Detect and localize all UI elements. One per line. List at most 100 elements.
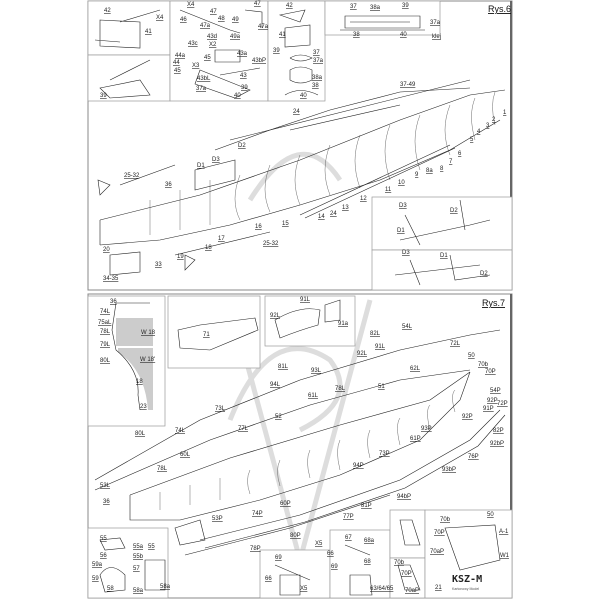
- part-label: 94L: [270, 382, 281, 388]
- part-label: 70P: [434, 530, 445, 536]
- part-label: 38a: [370, 5, 381, 11]
- part-label: 37a: [430, 20, 441, 26]
- part-label: 47a: [258, 24, 269, 30]
- part-label: 37a: [313, 58, 324, 64]
- part-label: 41: [145, 29, 152, 35]
- part-label: 43bP: [252, 58, 266, 64]
- part-label: 82P: [493, 428, 504, 434]
- deck-frames-detail: [394, 199, 491, 286]
- part-label: 24: [293, 109, 300, 115]
- part-label: 43a: [237, 51, 248, 57]
- part-label: 40: [400, 32, 407, 38]
- part-label: D1: [440, 253, 448, 259]
- part-label: 42: [104, 8, 111, 14]
- part-label: 58a: [133, 588, 144, 594]
- part-label: 38: [353, 32, 360, 38]
- part-label: 38a: [312, 75, 323, 81]
- part-label: 54P: [490, 388, 501, 394]
- part-label: 18: [136, 379, 143, 385]
- part-label: X5: [300, 586, 308, 592]
- part-label: 68: [364, 559, 371, 565]
- part-label: 38: [312, 83, 319, 89]
- part-label: 69: [331, 564, 338, 570]
- part-label: 49: [232, 17, 239, 23]
- detail-box-part-70b-b: [389, 557, 426, 599]
- part-label: 54L: [402, 324, 413, 330]
- part-label: 49a: [230, 34, 241, 40]
- part-label: 53P: [212, 516, 223, 522]
- part-label: 25-32: [124, 173, 140, 179]
- part-label: 11: [385, 187, 392, 193]
- part-label: 92L: [270, 313, 281, 319]
- part-label: 36: [165, 182, 172, 188]
- part-label: 23: [140, 404, 147, 410]
- detail-box-bow-70: [424, 509, 513, 599]
- part-label: 6: [458, 151, 462, 157]
- part-label: 79L: [100, 342, 111, 348]
- part-label: 75aL: [98, 320, 112, 326]
- part-label: 43c: [188, 41, 198, 47]
- part-label: 74L: [100, 309, 111, 315]
- part-label: 36: [110, 299, 117, 305]
- part-label: 59a: [92, 562, 103, 568]
- part-label: 77P: [343, 514, 354, 520]
- part-label: 36: [103, 499, 110, 505]
- hull-frames-rys6: [97, 79, 506, 276]
- part-label: 76P: [468, 454, 479, 460]
- part-label: 45: [204, 55, 211, 61]
- detail-box-deck-frames-a: [371, 196, 513, 251]
- part-label: 14: [318, 214, 325, 220]
- part-label: X4: [187, 2, 195, 8]
- part-label: 67: [345, 535, 352, 541]
- part-label: W1: [500, 553, 510, 559]
- part-label: 41: [279, 32, 286, 38]
- part-label: 5: [470, 137, 474, 143]
- part-label: 34-35: [103, 276, 119, 282]
- part-label: 77L: [238, 426, 249, 432]
- part-label: 73P: [379, 451, 390, 457]
- part-label: 44: [173, 60, 180, 66]
- figure-rys6: [87, 0, 513, 291]
- part-label: 40: [300, 93, 307, 99]
- part-label: 7: [449, 159, 453, 165]
- part-label: 91P: [483, 406, 494, 412]
- detail-box-turret: [267, 0, 326, 102]
- part-label: 56: [100, 553, 107, 559]
- part-label: 72P: [497, 401, 508, 407]
- detail-box-gun-39: [87, 54, 171, 102]
- part-label: 16: [255, 224, 262, 230]
- part-label: 18: [205, 245, 212, 251]
- part-label: 55: [100, 536, 107, 542]
- part-label: 70aP: [405, 588, 419, 594]
- part-label: 39: [402, 3, 409, 9]
- part-label: 74L: [175, 428, 186, 434]
- part-label: 81P: [361, 503, 372, 509]
- ksz-m-logo: KSZ-M Kartonowy Model: [452, 574, 482, 591]
- part-label: 9: [415, 172, 419, 178]
- detail-box-parts-63-68: [329, 529, 391, 599]
- part-label: 3: [486, 123, 490, 129]
- part-label: 47: [210, 9, 217, 15]
- part-label: 70aP: [430, 549, 444, 555]
- part-label: 92P: [462, 414, 473, 420]
- hull-assembly-rys7: [94, 329, 506, 556]
- part-label: 93L: [311, 368, 322, 374]
- part-label: 58: [107, 586, 114, 592]
- part-label: 91L: [300, 297, 311, 303]
- part-label: D2: [238, 143, 246, 149]
- part-label: 80P: [290, 533, 301, 539]
- part-label: 60L: [180, 452, 191, 458]
- part-label: 44a: [175, 53, 186, 59]
- part-label: D3: [212, 157, 220, 163]
- part-label: 50: [487, 512, 494, 518]
- detail-box-section-klej: [324, 0, 441, 36]
- detail-box-deck-frames-b: [371, 249, 513, 291]
- part-label: 39: [100, 93, 107, 99]
- part-label: D2: [450, 208, 458, 214]
- part-label: 52: [275, 414, 282, 420]
- part-label: 51: [378, 384, 385, 390]
- part-label: 4: [477, 129, 481, 135]
- part-label: 94P: [353, 463, 364, 469]
- part-label: X4: [156, 15, 164, 21]
